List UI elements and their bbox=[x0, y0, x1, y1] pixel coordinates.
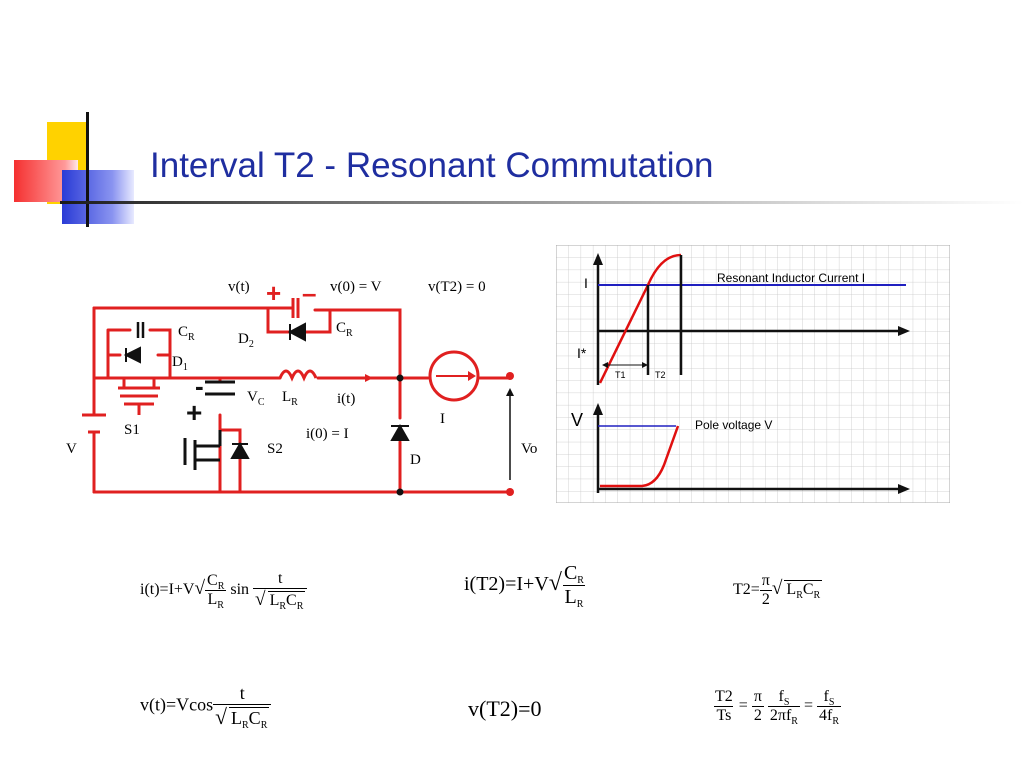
label-vo: Vo bbox=[521, 441, 538, 457]
switch-s1-icon bbox=[118, 378, 160, 415]
slide-title: Interval T2 - Resonant Commutation bbox=[150, 146, 714, 185]
label-d1: D1 bbox=[172, 354, 188, 373]
label-s1: S1 bbox=[124, 422, 140, 438]
diode-d2-icon bbox=[287, 322, 306, 342]
circuit-diagram: + – - + bbox=[82, 278, 514, 496]
waveform-graph bbox=[556, 245, 950, 503]
slide-decoration bbox=[0, 0, 150, 230]
title-underline bbox=[60, 201, 1024, 204]
wire-top bbox=[92, 306, 295, 312]
wire-s1-group bbox=[106, 328, 172, 380]
deco-vertical-line bbox=[86, 112, 89, 227]
graph-label-t2: T2 bbox=[655, 370, 666, 380]
deco-blue-square bbox=[62, 170, 134, 224]
switch-s2-icon bbox=[183, 430, 222, 470]
equation-vt2: v(T2)=0 bbox=[468, 696, 542, 721]
label-vc: VC bbox=[247, 389, 265, 408]
label-i: I bbox=[440, 411, 445, 427]
axis-arrow-right-bottom bbox=[898, 484, 910, 494]
battery-v-icon bbox=[82, 413, 106, 434]
label-i0: i(0) = I bbox=[306, 426, 349, 442]
graph-label-istar: I* bbox=[577, 345, 587, 361]
label-s2: S2 bbox=[267, 441, 283, 457]
diode-d1-icon bbox=[123, 346, 141, 364]
label-vt: v(t) bbox=[228, 279, 250, 295]
axis-arrow-right-top bbox=[898, 326, 910, 336]
graph-label-v: V bbox=[571, 410, 584, 430]
node-dot-bottom bbox=[396, 488, 404, 496]
diode-s2-icon bbox=[230, 441, 250, 459]
label-cr-top: CR bbox=[336, 320, 353, 339]
graph-label-current: Resonant Inductor Current I bbox=[717, 271, 866, 285]
minus-sign-vc: - bbox=[195, 371, 204, 401]
plus-sign-vc: + bbox=[186, 397, 202, 428]
graph-label-i: I bbox=[584, 275, 588, 291]
axis-arrow-up-bottom bbox=[593, 403, 603, 415]
capacitor-cr-top bbox=[291, 298, 300, 318]
inductor-current-curve bbox=[598, 253, 682, 384]
label-d: D bbox=[410, 452, 421, 468]
terminal-top bbox=[506, 372, 514, 380]
plus-sign-top: + bbox=[266, 278, 281, 308]
capacitor-vc-icon bbox=[205, 380, 235, 396]
graph-grid bbox=[556, 245, 950, 503]
wire-s2-branch bbox=[218, 376, 242, 494]
node-dot-top bbox=[396, 374, 404, 382]
label-d2: D2 bbox=[238, 331, 254, 350]
axis-arrow-up-top bbox=[593, 253, 603, 265]
graph-label-t1: T1 bbox=[615, 370, 626, 380]
current-source-icon bbox=[428, 350, 480, 402]
label-v0: v(0) = V bbox=[330, 279, 382, 295]
terminal-bottom bbox=[506, 488, 514, 496]
wire-top-right bbox=[313, 308, 402, 380]
pole-voltage-curve bbox=[600, 425, 680, 488]
graph-label-pole: Pole voltage V bbox=[695, 418, 773, 432]
label-vt2: v(T2) = 0 bbox=[428, 279, 486, 295]
current-arrow-icon bbox=[365, 374, 373, 382]
inductor-lr-icon bbox=[278, 369, 318, 382]
label-v: V bbox=[66, 441, 77, 457]
label-cr-s1: CR bbox=[178, 324, 195, 343]
minus-sign-top: – bbox=[302, 278, 316, 308]
capacitor-cr-s1 bbox=[136, 322, 145, 338]
label-it: i(t) bbox=[337, 391, 356, 407]
diode-d-icon bbox=[390, 423, 410, 441]
label-lr: LR bbox=[282, 389, 298, 408]
